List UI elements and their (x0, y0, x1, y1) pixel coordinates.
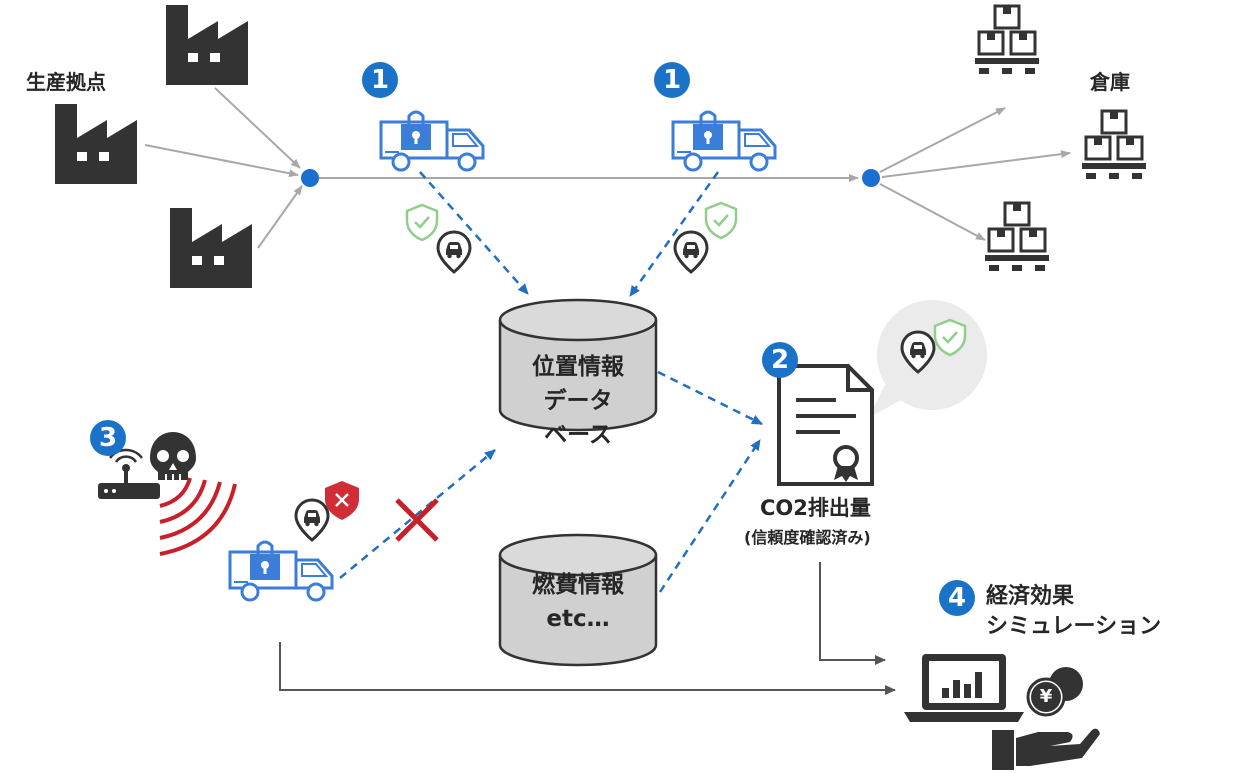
certificate-group (777, 300, 987, 486)
truck-icon (671, 110, 777, 172)
data-arrow (658, 439, 762, 593)
db-label-line: データ (543, 388, 613, 414)
connector-arrow (279, 642, 896, 695)
warehouse-label: 倉庫 (1090, 70, 1130, 94)
step-badge-1: 1 (654, 62, 690, 98)
data-arrow (657, 370, 763, 426)
connector-arrow (819, 562, 886, 665)
shield-x-icon (325, 481, 359, 520)
shield-check-icon (704, 201, 738, 240)
flow-arrow (214, 87, 301, 169)
shield-check-icon (405, 203, 439, 242)
signal-waves (159, 477, 237, 556)
location-pin-car-icon (436, 230, 472, 274)
certificate-icon (777, 364, 874, 486)
data-arrow (419, 171, 529, 295)
factory-icon (166, 5, 248, 85)
yen-symbol: ¥ (1039, 686, 1053, 707)
production-sites-label: 生産拠点 (26, 70, 106, 94)
co2-emission-title: CO2排出量 (760, 496, 871, 520)
db-label-line: 燃費情報 (532, 572, 624, 598)
flow-arrow (144, 144, 299, 178)
co2-emission-subtitle: (信頼度確認済み) (744, 528, 871, 547)
junction-dot (862, 169, 880, 187)
flow-arrow (881, 150, 1071, 178)
cross-icon (395, 498, 439, 542)
truck-icon (228, 540, 334, 602)
truck-icon (379, 110, 485, 172)
flow-arrow (257, 185, 303, 249)
production-flow (55, 4, 1148, 288)
laptop-chart-icon (904, 654, 1024, 722)
economic-effect-title: 経済効果 (986, 584, 1075, 609)
simulation-title: シミュレーション (986, 614, 1162, 639)
step-badge-1: 1 (362, 62, 398, 98)
step-badge-3: 3 (90, 420, 126, 456)
factory-icon (55, 104, 137, 184)
skull-icon (150, 432, 196, 480)
fuel-database-label: 燃費情報 etc… (500, 568, 656, 636)
attack-group (98, 432, 496, 602)
db-label-line: etc… (546, 606, 610, 632)
warehouse-icon (1080, 109, 1148, 181)
router-icon (98, 448, 160, 499)
warehouse-icon (973, 4, 1041, 76)
data-arrow (339, 449, 496, 579)
db-label-line: 位置情報 (532, 354, 624, 380)
shield-check-icon (933, 318, 967, 357)
db-label-line: ベース (544, 422, 612, 448)
flow-arrow (879, 183, 986, 241)
hand-coin-icon (992, 667, 1100, 770)
location-pin-car-icon (673, 230, 709, 274)
data-arrow (628, 171, 720, 297)
factory-icon (170, 208, 252, 288)
step-badge-4: 4 (939, 580, 975, 616)
junction-dot (301, 169, 319, 187)
location-database-label: 位置情報 データ ベース (500, 350, 656, 452)
location-pin-car-icon (294, 498, 330, 542)
flow-arrow (879, 107, 1006, 173)
step-badge-2: 2 (762, 342, 798, 378)
warehouse-icon (983, 201, 1051, 273)
